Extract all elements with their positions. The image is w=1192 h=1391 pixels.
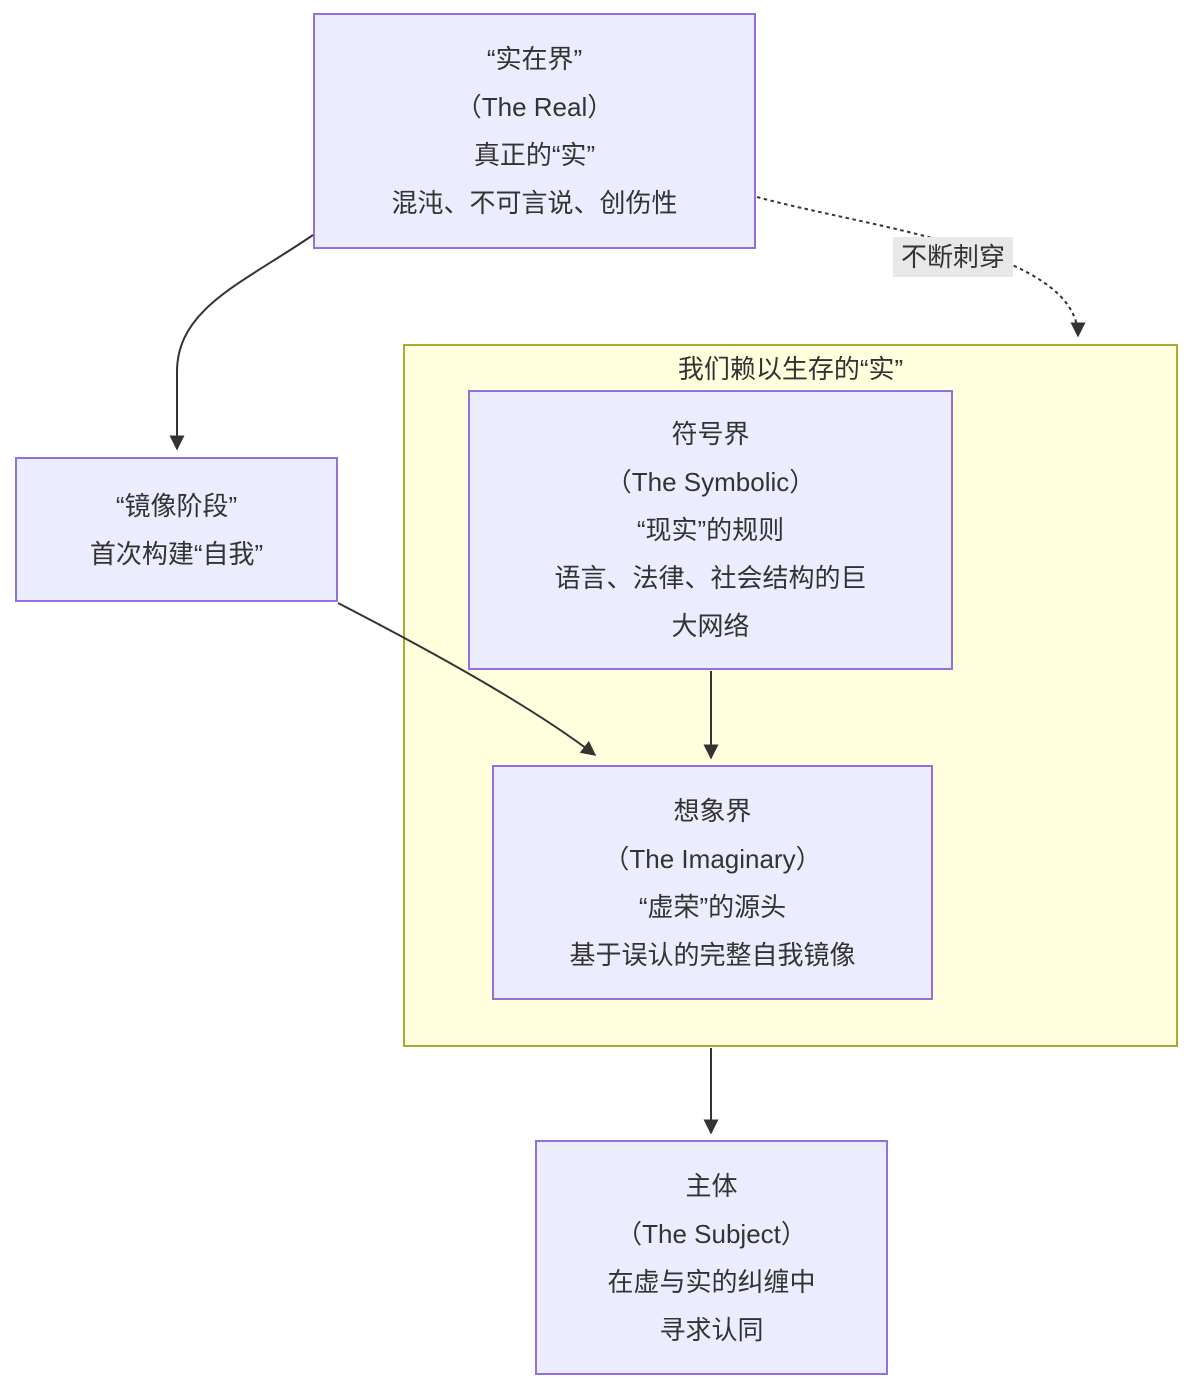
cluster-title: 我们赖以生存的“实” <box>677 354 904 384</box>
node-text-line: 混沌、不可言说、创伤性 <box>391 188 678 218</box>
node-text-line: 大网络 <box>671 611 750 641</box>
node-text-line: 真正的“实” <box>473 140 596 170</box>
node-mirror-stage: “镜像阶段” 首次构建“自我” <box>15 457 338 602</box>
node-the-symbolic: 符号界 （The Symbolic） “现实”的规则 语言、法律、社会结构的巨 … <box>468 390 953 670</box>
node-text-line: 语言、法律、社会结构的巨 <box>554 563 867 593</box>
node-text-line: 主体 <box>685 1170 738 1201</box>
node-text-line: （The Real） <box>455 92 614 122</box>
node-text-line: 寻求认同 <box>659 1314 764 1345</box>
node-text-line: “实在界” <box>486 44 583 74</box>
node-text-line: 首次构建“自我” <box>89 538 264 569</box>
node-text-line: 想象界 <box>673 795 752 826</box>
node-text-line: 基于误认的完整自我镜像 <box>569 939 856 970</box>
node-text-line: 在虚与实的纠缠中 <box>607 1266 816 1297</box>
edge-real-to-mirror <box>169 234 314 451</box>
edge-label-pierce: 不断刺穿 <box>892 237 1014 277</box>
node-text-line: “镜像阶段” <box>115 490 238 521</box>
node-text-line: “现实”的规则 <box>636 515 785 545</box>
node-text-line: （The Imaginary） <box>603 843 822 874</box>
node-text-line: “虚荣”的源头 <box>638 891 787 922</box>
node-the-imaginary: 想象界 （The Imaginary） “虚荣”的源头 基于误认的完整自我镜像 <box>492 765 933 1000</box>
node-the-subject: 主体 （The Subject） 在虚与实的纠缠中 寻求认同 <box>535 1140 888 1375</box>
node-text-line: （The Subject） <box>616 1218 807 1249</box>
node-text-line: （The Symbolic） <box>605 467 816 497</box>
node-text-line: 符号界 <box>671 419 750 449</box>
node-the-real: “实在界” （The Real） 真正的“实” 混沌、不可言说、创伤性 <box>313 13 756 249</box>
